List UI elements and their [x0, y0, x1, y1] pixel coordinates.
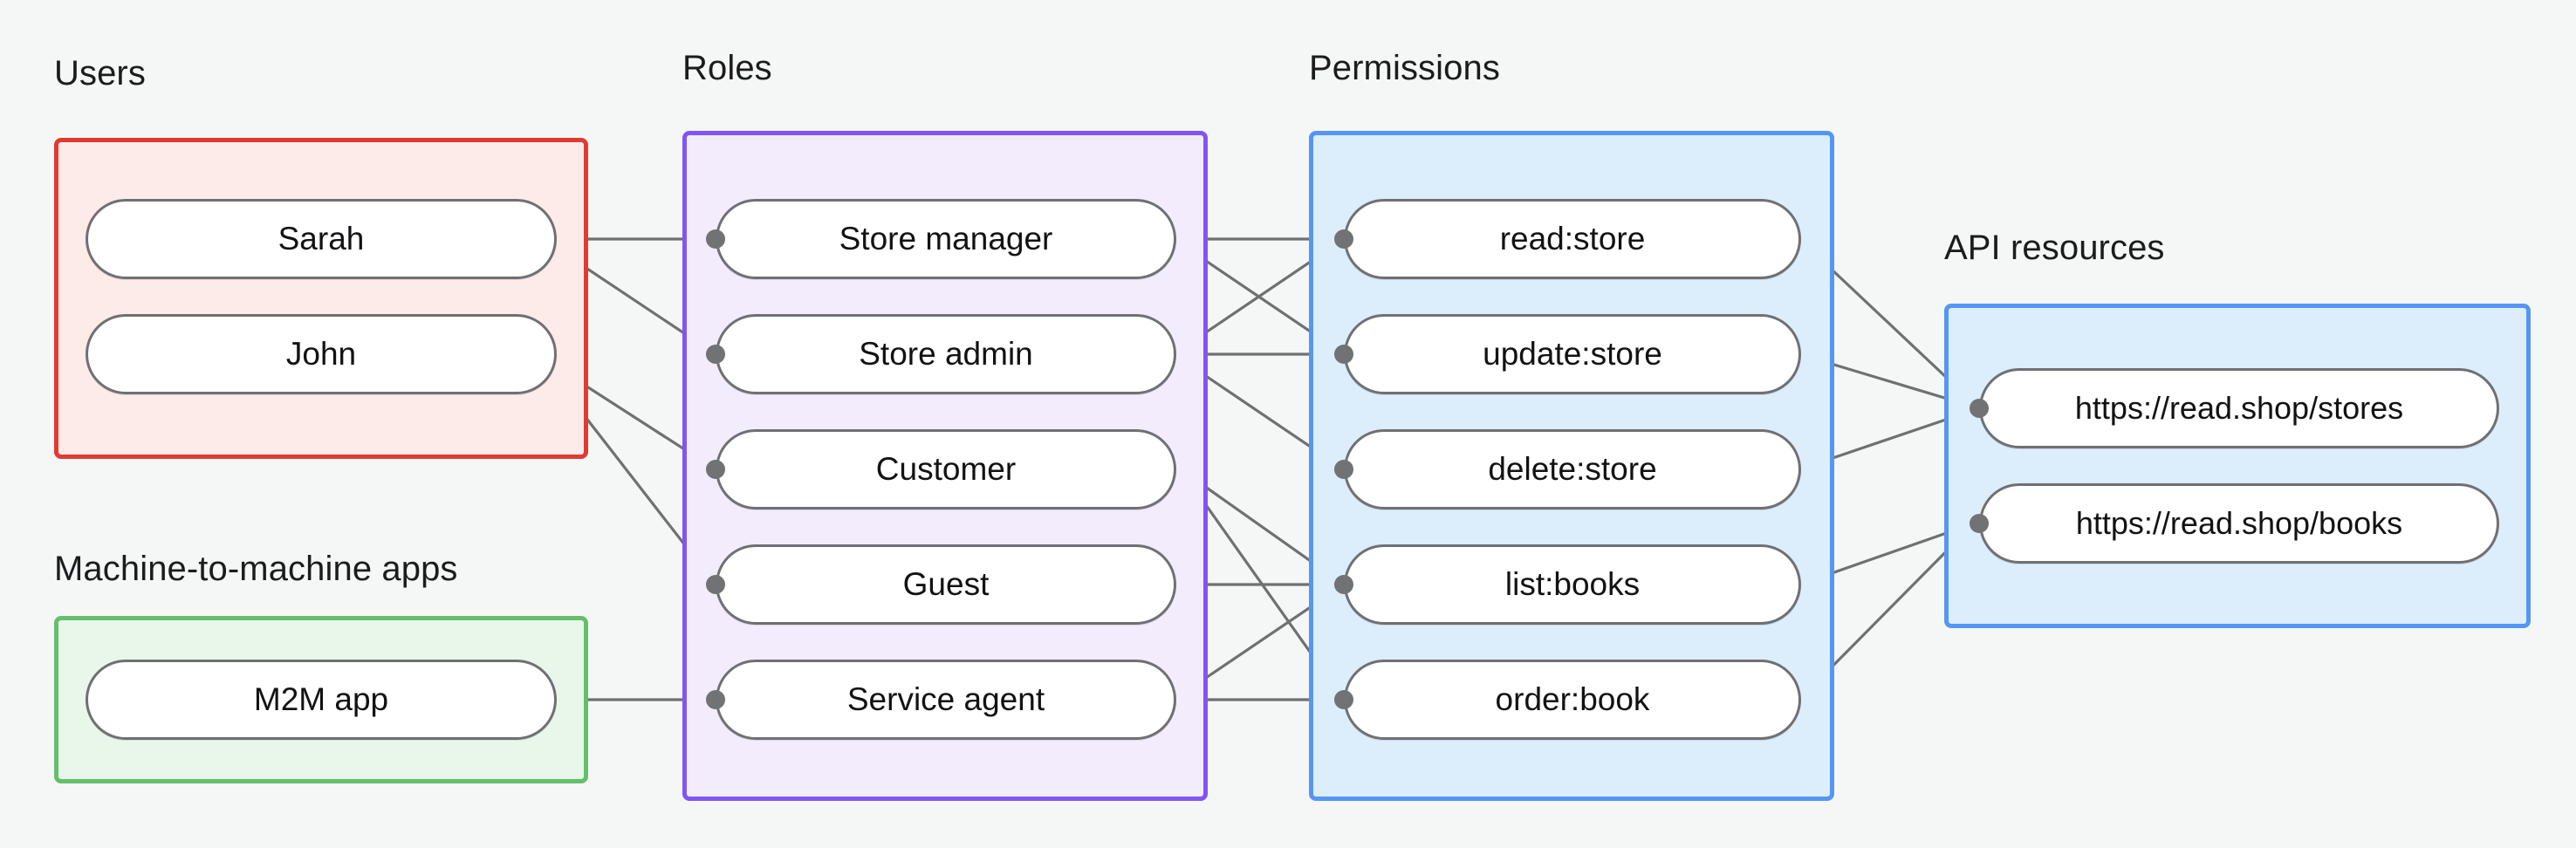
group-title-m2m: Machine-to-machine apps [54, 550, 458, 588]
connector-dot-api-stores [1970, 399, 1989, 418]
node-label: list:books [1504, 566, 1641, 602]
node-guest[interactable]: Guest [716, 544, 1176, 625]
node-service-agent[interactable]: Service agent [716, 660, 1176, 740]
node-label: Store admin [859, 336, 1033, 372]
node-api-resource-stores[interactable]: https://read.shop/stores [1979, 368, 2499, 448]
group-title-api-resources: API resources [1944, 229, 2165, 267]
connector-dot-update-store [1334, 345, 1353, 364]
node-update-store[interactable]: update:store [1344, 314, 1801, 394]
node-api-resource-books[interactable]: https://read.shop/books [1979, 483, 2499, 564]
node-m2m-app[interactable]: M2M app [86, 660, 557, 740]
node-john[interactable]: John [86, 314, 557, 394]
node-store-admin[interactable]: Store admin [716, 314, 1176, 394]
node-label: Sarah [277, 221, 365, 256]
group-box-api-resources [1944, 304, 2531, 628]
node-label: update:store [1483, 336, 1662, 372]
node-label: Guest [902, 566, 990, 602]
node-list-books[interactable]: list:books [1344, 544, 1801, 625]
connector-dot-read-store [1334, 229, 1353, 249]
connector-dot-api-books [1970, 514, 1989, 533]
node-sarah[interactable]: Sarah [86, 199, 557, 279]
node-label: https://read.shop/books [2075, 505, 2403, 541]
group-box-users [54, 138, 588, 459]
connector-dot-delete-store [1334, 460, 1353, 479]
node-label: delete:store [1488, 451, 1657, 487]
group-title-roles: Roles [682, 49, 772, 87]
node-label: M2M app [253, 681, 389, 717]
connector-dot-service-agent [706, 690, 725, 709]
node-label: Store manager [839, 221, 1053, 256]
node-delete-store[interactable]: delete:store [1344, 429, 1801, 509]
connector-dot-guest [706, 575, 725, 594]
node-store-manager[interactable]: Store manager [716, 199, 1176, 279]
connector-dot-list-books [1334, 575, 1353, 594]
node-label: read:store [1499, 221, 1646, 256]
node-order-book[interactable]: order:book [1344, 660, 1801, 740]
node-label: John [285, 336, 357, 372]
group-title-permissions: Permissions [1309, 49, 1500, 87]
connector-dot-store-manager [706, 229, 725, 249]
node-label: order:book [1495, 681, 1650, 717]
connector-dot-order-book [1334, 690, 1353, 709]
node-customer[interactable]: Customer [716, 429, 1176, 509]
connector-dot-store-admin [706, 345, 725, 364]
node-label: Service agent [846, 681, 1045, 717]
connector-dot-customer [706, 460, 725, 479]
node-label: Customer [875, 451, 1017, 487]
group-title-users: Users [54, 54, 146, 92]
node-read-store[interactable]: read:store [1344, 199, 1801, 279]
node-label: https://read.shop/stores [2074, 390, 2404, 426]
